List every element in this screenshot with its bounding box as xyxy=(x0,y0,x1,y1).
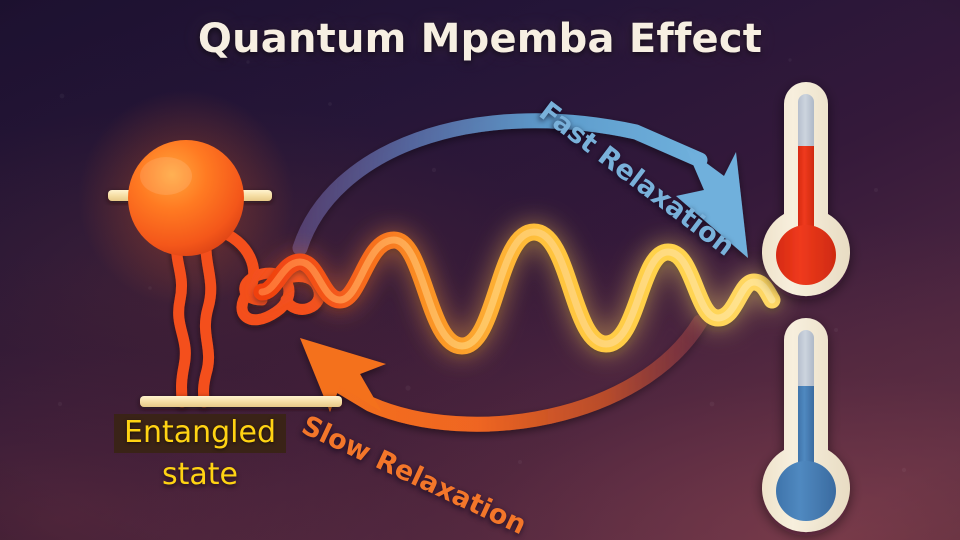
speck xyxy=(709,401,715,407)
speck xyxy=(788,58,792,62)
speck xyxy=(874,188,878,192)
thermometer-hot-bulb xyxy=(776,225,836,285)
speck xyxy=(834,328,838,332)
entangled-particle-sphere xyxy=(128,140,244,256)
speck xyxy=(328,102,332,106)
speck xyxy=(901,467,907,473)
speck xyxy=(59,93,65,99)
thermometer-cold-bulb xyxy=(776,461,836,521)
speck xyxy=(518,460,522,464)
caption-line-state: state xyxy=(162,457,238,493)
slow-relaxation-arrow xyxy=(300,314,708,432)
strand-c xyxy=(210,224,295,326)
base-bar xyxy=(140,396,342,407)
entanglement-strands xyxy=(171,224,325,408)
sphere-specular xyxy=(140,157,192,195)
wave-glow-group xyxy=(253,223,781,355)
speck xyxy=(405,385,411,391)
speck xyxy=(57,401,63,407)
fast-relaxation-arrow xyxy=(292,113,748,258)
entangled-state-caption: Entangled state xyxy=(96,414,304,493)
speck xyxy=(431,167,437,173)
wave-inner-core xyxy=(258,228,776,350)
thermometer-hot xyxy=(762,82,850,297)
strand-b xyxy=(198,230,217,408)
page-title: Quantum Mpemba Effect xyxy=(197,16,763,62)
caption-line-entangled: Entangled xyxy=(113,414,286,454)
speck xyxy=(246,60,250,64)
strand-a xyxy=(171,226,191,408)
thermometer-cold xyxy=(762,318,850,533)
